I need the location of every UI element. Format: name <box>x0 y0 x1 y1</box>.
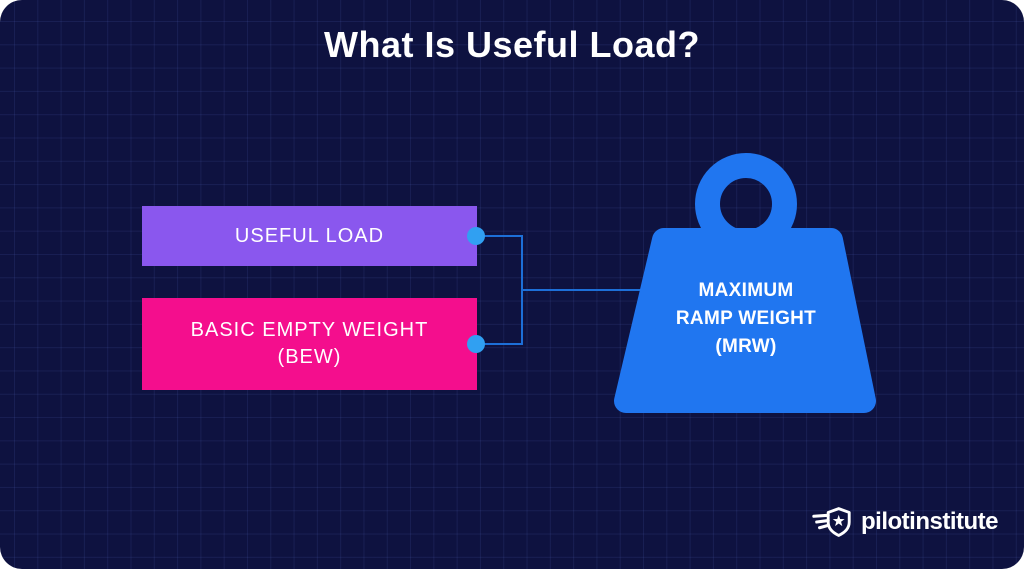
page-title: What Is Useful Load? <box>323 24 700 65</box>
weight-label: MAXIMUM RAMP WEIGHT (MRW) <box>640 277 852 361</box>
useful-load-label: USEFUL LOAD <box>234 224 385 247</box>
connector-dot-bottom <box>467 335 485 353</box>
useful-load-box: USEFUL LOAD <box>142 206 477 266</box>
weight-label-line1: MAXIMUM <box>698 280 794 301</box>
connector-line-middle <box>521 289 643 291</box>
brand-name: pilotinstitute <box>861 508 998 535</box>
bew-label-line2: (BEW) <box>277 346 342 368</box>
basic-empty-weight-box: BASIC EMPTY WEIGHT (BEW) <box>142 298 477 390</box>
brand-logo: pilotinstitute <box>810 504 998 540</box>
weight-label-line3: (MRW) <box>715 336 777 357</box>
winged-shield-star-icon <box>812 507 851 537</box>
connector-line-bottom <box>477 343 523 345</box>
kettlebell-weight-icon <box>614 153 876 413</box>
connector-dot-top <box>467 227 485 245</box>
weight-label-line2: RAMP WEIGHT <box>675 308 817 329</box>
bew-label-line1: BASIC EMPTY WEIGHT <box>190 319 429 341</box>
connector-line-top <box>477 235 523 237</box>
